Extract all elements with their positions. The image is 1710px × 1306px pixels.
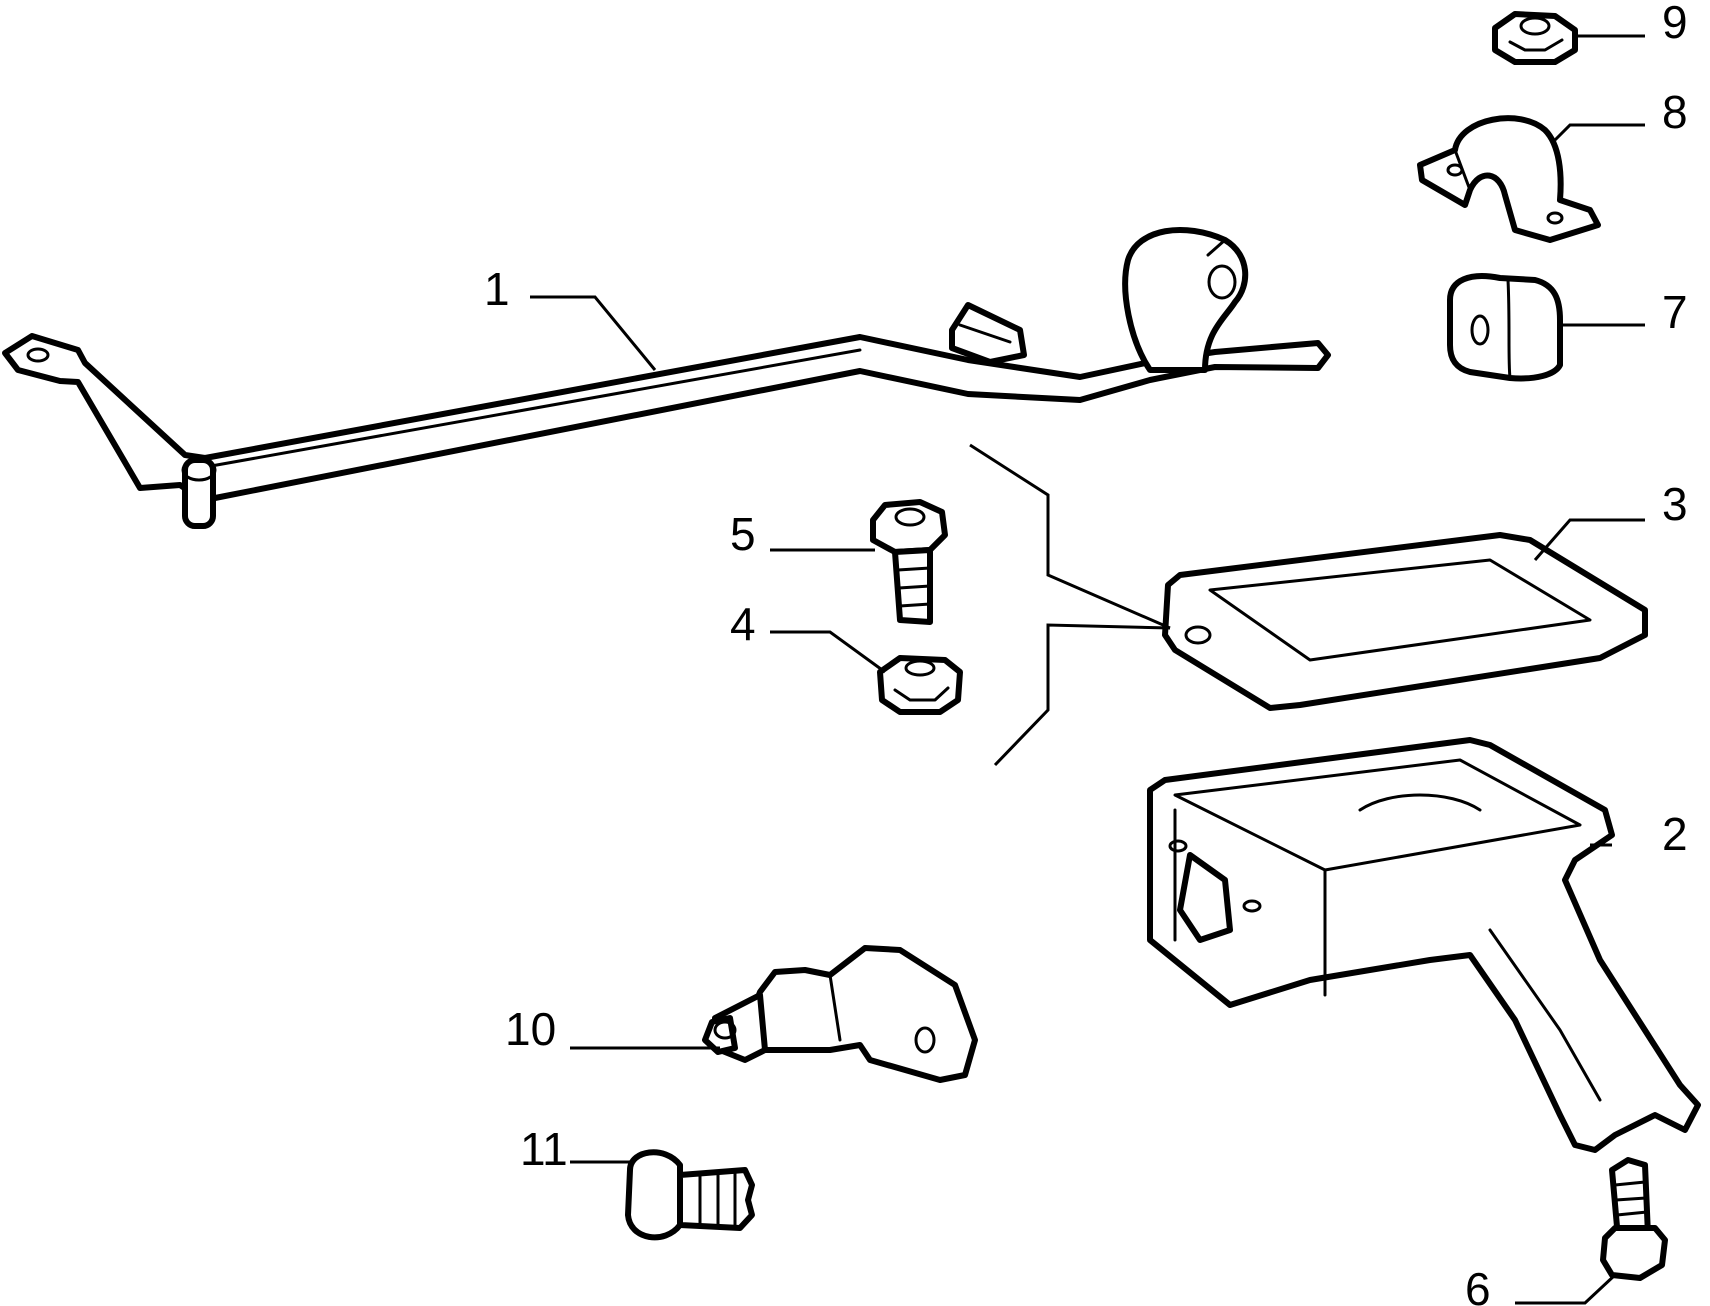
callout-7: 7 [1662, 286, 1688, 338]
support-bracket-icon [1147, 737, 1701, 1153]
callout-3: 3 [1662, 478, 1688, 530]
bolt-icon [870, 499, 948, 625]
nut-icon [877, 655, 963, 715]
nut-icon [1492, 11, 1578, 65]
callout-11: 11 [520, 1123, 568, 1175]
callout-5: 5 [730, 508, 756, 560]
callout-9: 9 [1662, 0, 1688, 48]
leader-4 [770, 630, 886, 674]
screw-icon [1600, 1157, 1668, 1281]
leader-lines [530, 34, 1645, 1305]
plug-icon [625, 1149, 755, 1241]
callout-1: 1 [484, 263, 510, 315]
callout-2: 2 [1662, 808, 1688, 860]
rubber-bush-icon [1447, 273, 1563, 382]
callout-8: 8 [1662, 86, 1688, 138]
leader-6 [1515, 1273, 1617, 1305]
assembly-bracket-lines [969, 443, 1171, 767]
clamp-icon [1417, 115, 1601, 243]
leader-3 [1533, 518, 1645, 561]
plate-icon [1162, 532, 1648, 711]
stabilizer-bar-icon [2, 227, 1331, 529]
callout-6: 6 [1465, 1263, 1491, 1306]
callout-10: 10 [505, 1003, 556, 1055]
leader-1 [530, 295, 657, 371]
switch-icon [702, 945, 978, 1083]
callout-4: 4 [730, 598, 756, 650]
callout-labels: 1 2 3 4 5 6 7 8 9 10 11 [484, 0, 1688, 1306]
leader-8 [1553, 123, 1645, 142]
